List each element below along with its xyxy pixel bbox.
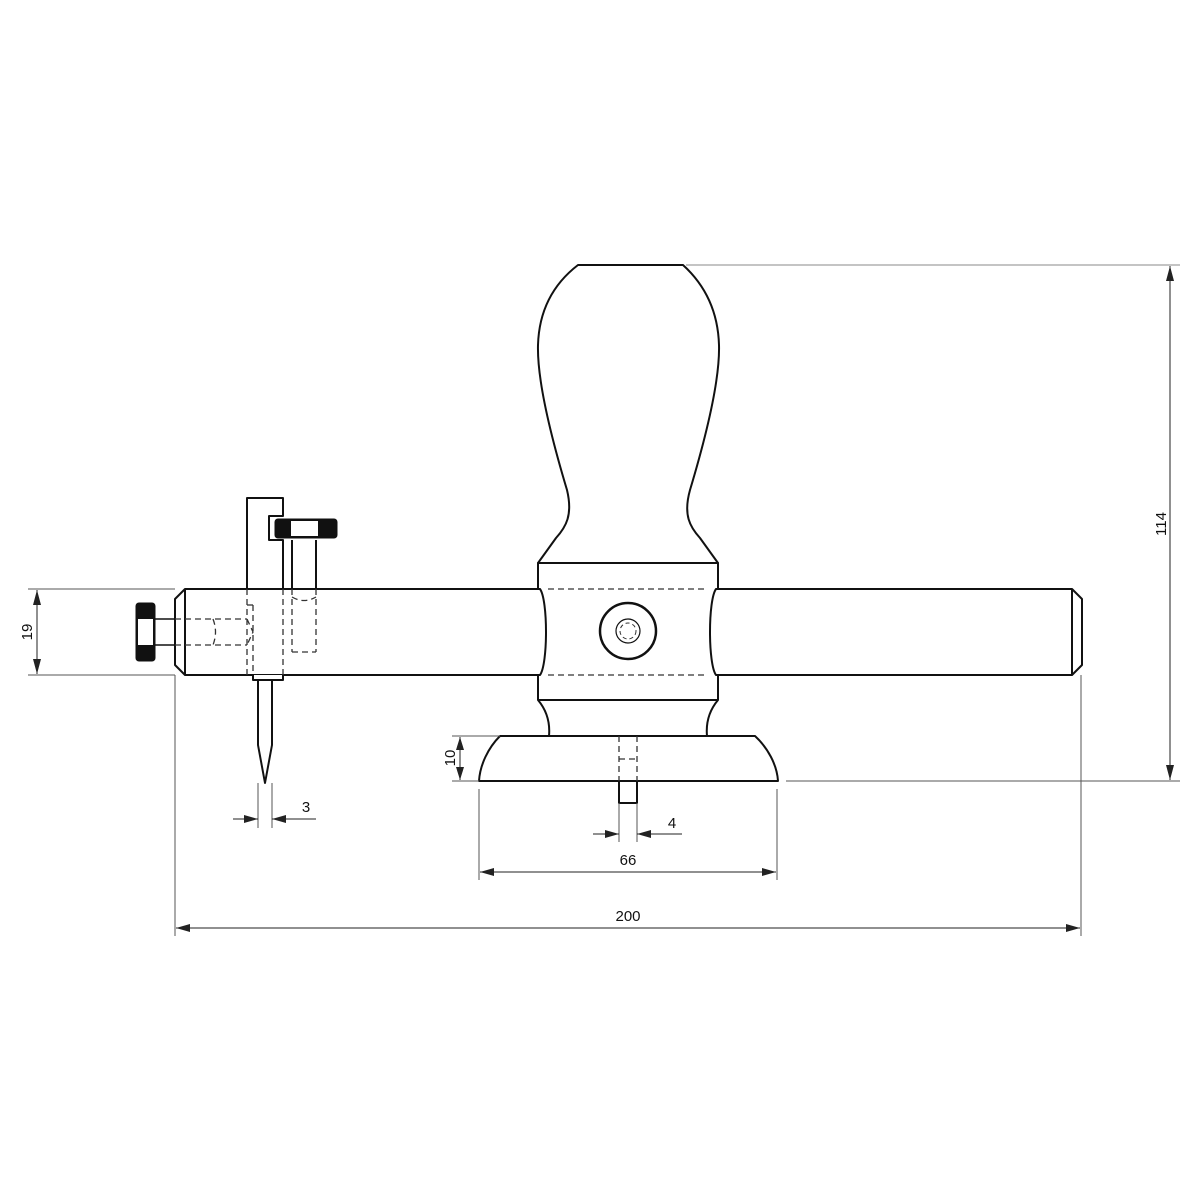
dimension-overall-length: 200: [174, 675, 1082, 936]
hub-set-screw: [598, 601, 658, 661]
cutter-carriage: [246, 497, 317, 681]
base-disc: [478, 735, 779, 782]
dim-10-label: 10: [442, 750, 459, 767]
beam: [174, 588, 1083, 676]
dim-4-label: 4: [668, 815, 676, 832]
dim-19-label: 19: [19, 624, 36, 641]
dimension-base-diameter: 66: [478, 789, 778, 880]
handle: [536, 264, 721, 564]
dimension-beam-height: 19: [19, 588, 175, 676]
dimension-overall-height: 114: [686, 264, 1180, 782]
carriage-thumbscrew: [274, 518, 338, 539]
dimension-needle-diameter: 3: [233, 783, 316, 828]
dim-200-label: 200: [615, 908, 640, 925]
end-thumbscrew: [135, 602, 254, 662]
center-pin: [618, 736, 638, 804]
dimension-pin-diameter: 4: [593, 803, 682, 842]
dim-3-label: 3: [302, 799, 310, 816]
cutter-needle: [257, 680, 273, 784]
dim-66-label: 66: [620, 852, 637, 869]
dimension-base-height: 10: [442, 735, 500, 782]
dim-114-label: 114: [1153, 512, 1170, 536]
